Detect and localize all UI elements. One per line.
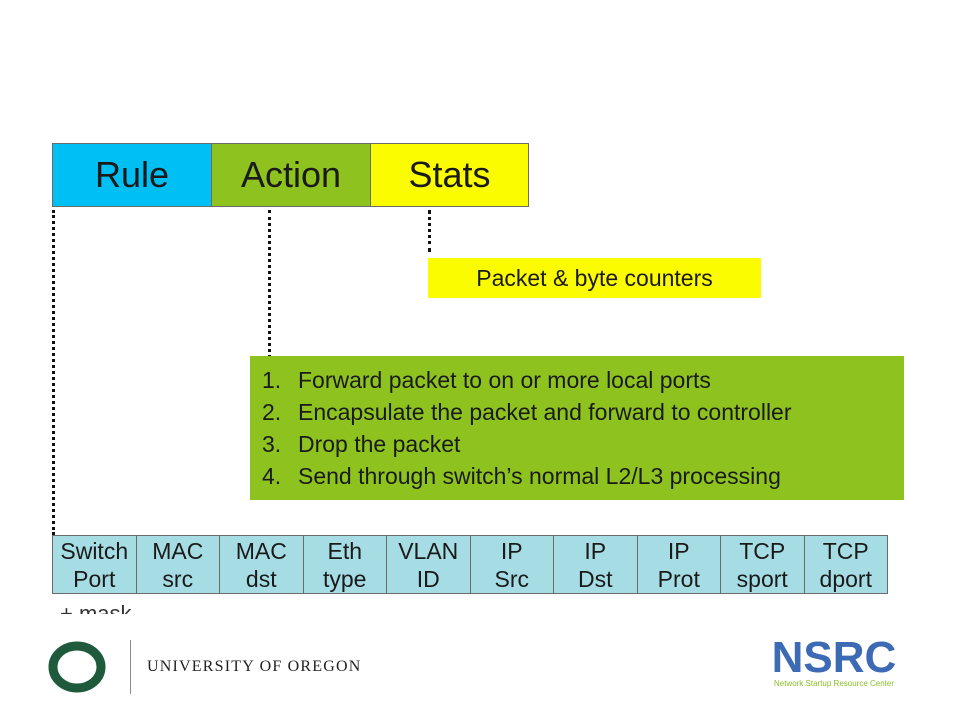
field-line1: IP	[500, 537, 523, 564]
match-field-mac-dst: MAC dst	[220, 536, 304, 593]
action-item-text: Forward packet to on or more local ports	[298, 367, 711, 393]
field-line1: VLAN	[398, 537, 459, 564]
rule-label: Rule	[94, 154, 170, 195]
action-item-number: 3.	[262, 431, 282, 457]
action-list-item: 1. Forward packet to on or more local po…	[262, 364, 904, 396]
field-line2: Prot	[657, 565, 700, 592]
nsrc-logo: NSRC Network Startup Resource Center	[772, 633, 897, 688]
match-field-eth-type: Eth type	[304, 536, 387, 593]
rule-header-box: Rule	[52, 143, 212, 207]
action-item-text: Send through switch’s normal L2/L3 proce…	[298, 463, 781, 489]
action-item-text: Drop the packet	[298, 431, 461, 457]
stats-dotted-connector	[428, 210, 431, 252]
footer-divider	[130, 640, 131, 694]
action-list-item: 3. Drop the packet	[262, 428, 904, 460]
nsrc-tagline: Network Startup Resource Center	[774, 679, 894, 688]
field-line1: IP	[667, 537, 690, 564]
action-label: Action	[240, 154, 342, 195]
field-line1: TCP	[822, 537, 869, 564]
field-line2: src	[162, 565, 194, 592]
stats-header-box: Stats	[370, 143, 529, 207]
stats-callout: Packet & byte counters	[428, 258, 761, 298]
field-line1: MAC	[152, 537, 204, 564]
field-line2: ID	[416, 565, 440, 592]
field-line2: dport	[819, 565, 872, 592]
action-dotted-connector	[268, 210, 271, 358]
action-header-box: Action	[211, 143, 371, 207]
field-line1: IP	[584, 537, 607, 564]
nsrc-wordmark: NSRC	[772, 633, 897, 682]
field-line1: Eth	[327, 537, 363, 564]
field-line1: Switch	[60, 537, 129, 564]
field-line2: Src	[494, 565, 530, 592]
match-field-vlan-id: VLAN ID	[387, 536, 471, 593]
action-list-item: 4. Send through switch’s normal L2/L3 pr…	[262, 460, 904, 492]
mask-note: + mask	[60, 601, 132, 614]
match-field-ip-prot: IP Prot	[638, 536, 721, 593]
match-field-tcp-dport: TCP dport	[805, 536, 888, 593]
action-callout: 1. Forward packet to on or more local po…	[250, 356, 904, 500]
match-field-switch-port: Switch Port	[53, 536, 137, 593]
uo-o-icon	[48, 641, 106, 693]
match-fields-row: Switch Port MAC src MAC dst Eth type VLA…	[52, 535, 888, 594]
action-list-item: 2. Encapsulate the packet and forward to…	[262, 396, 904, 428]
action-item-number: 4.	[262, 463, 282, 489]
stats-callout-text: Packet & byte counters	[476, 264, 713, 291]
field-line2: Port	[73, 565, 116, 592]
field-line2: sport	[736, 565, 788, 592]
match-field-ip-dst: IP Dst	[554, 536, 638, 593]
university-name: UNIVERSITY OF OREGON	[147, 658, 362, 675]
match-field-tcp-sport: TCP sport	[721, 536, 805, 593]
field-line1: TCP	[739, 537, 786, 564]
match-field-ip-src: IP Src	[471, 536, 554, 593]
rule-dotted-connector	[52, 210, 55, 535]
action-item-number: 2.	[262, 399, 282, 425]
field-line1: MAC	[235, 537, 287, 564]
field-line2: Dst	[578, 565, 613, 592]
field-line2: dst	[245, 565, 277, 592]
action-item-number: 1.	[262, 367, 282, 393]
field-line2: type	[323, 565, 367, 592]
match-field-mac-src: MAC src	[137, 536, 220, 593]
university-of-oregon-logo: UNIVERSITY OF OREGON	[48, 640, 362, 694]
stats-label: Stats	[408, 154, 491, 195]
action-item-text: Encapsulate the packet and forward to co…	[298, 399, 792, 425]
